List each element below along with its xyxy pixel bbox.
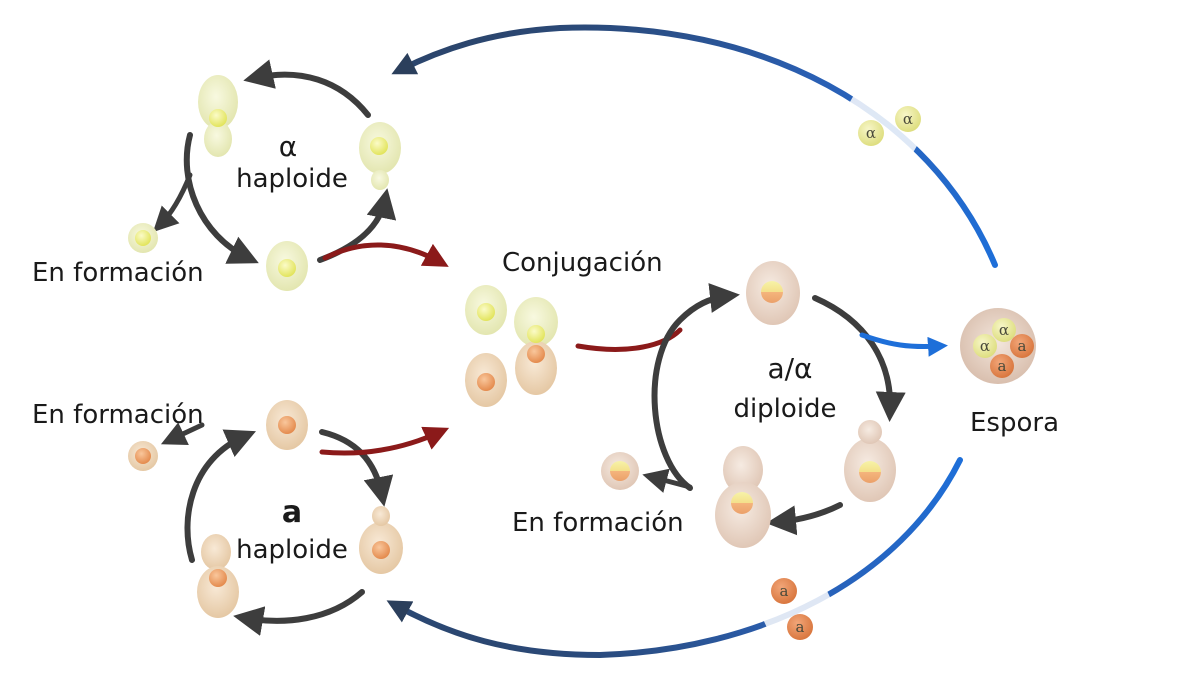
spore-letter: α: [903, 110, 913, 128]
diploid-symbol: a/α: [767, 352, 813, 385]
diploid-cell-with-bud: [844, 420, 896, 502]
cycle-arrow: [651, 283, 740, 491]
diploid-budding-cell: [715, 446, 771, 548]
a-symbol: a: [281, 495, 303, 530]
spore-letter: a: [780, 582, 789, 600]
a-budding-cell: [197, 534, 239, 618]
a-cell: [266, 400, 308, 450]
released-alpha-spores: α α: [858, 106, 921, 146]
spore-letter: a: [796, 618, 805, 636]
to-spore-arrow: [859, 332, 948, 357]
conjugation-arrow-a: [319, 426, 450, 456]
spore-letter: α: [866, 124, 876, 142]
cycle-arrow: [183, 132, 259, 264]
alpha-haploid-label: haploide: [236, 164, 348, 194]
alpha-forming-cell: [128, 223, 158, 253]
a-forming-cell: [128, 441, 158, 471]
bud-arrow: [642, 468, 693, 493]
a-haploid-cycle: [128, 400, 403, 636]
spore-path-top-arrow: [391, 24, 998, 268]
cycle-arrow: [317, 188, 397, 263]
en-formacion-right-label: En formación: [512, 508, 684, 538]
cycle-arrow: [243, 59, 371, 118]
a-haploid-label: haploide: [236, 535, 348, 565]
alpha-cell-with-bud: [359, 122, 401, 190]
cycle-arrow: [319, 429, 394, 507]
alpha-haploid-cycle: [128, 59, 401, 291]
alpha-budding-cell: [198, 75, 238, 157]
diploid-label: diploide: [733, 394, 837, 424]
spore-path-bottom-arrow: [386, 457, 963, 659]
cycle-arrow: [766, 502, 843, 536]
conjugation-arrow-alpha: [322, 242, 449, 267]
cycle-arrow: [233, 589, 365, 636]
a-cell-with-bud: [359, 506, 403, 574]
diploid-cell: [746, 261, 800, 325]
spore-ascus: α α a a: [960, 308, 1036, 384]
alpha-cell: [266, 241, 308, 291]
spore-letter: a: [998, 357, 1007, 375]
diploid-forming-cell: [601, 452, 639, 490]
released-a-spores: a a: [771, 578, 813, 640]
conjugation-to-diploid-arrow: [575, 327, 683, 352]
cycle-arrow: [184, 429, 256, 563]
spore-letter: α: [999, 321, 1009, 339]
spore-letter: a: [1018, 337, 1027, 355]
cycle-arrow: [812, 295, 906, 422]
diploid-cycle: [601, 261, 948, 548]
bud-arrow: [160, 422, 205, 445]
conjugacion-label: Conjugación: [502, 248, 663, 278]
en-formacion-bottom-label: En formación: [32, 400, 204, 430]
conjugation-cells: [465, 285, 558, 407]
spore-letter: α: [980, 337, 990, 355]
en-formacion-top-label: En formación: [32, 258, 204, 288]
bud-arrow: [152, 172, 193, 233]
espora-label: Espora: [970, 408, 1060, 438]
alpha-symbol: α: [278, 130, 298, 163]
